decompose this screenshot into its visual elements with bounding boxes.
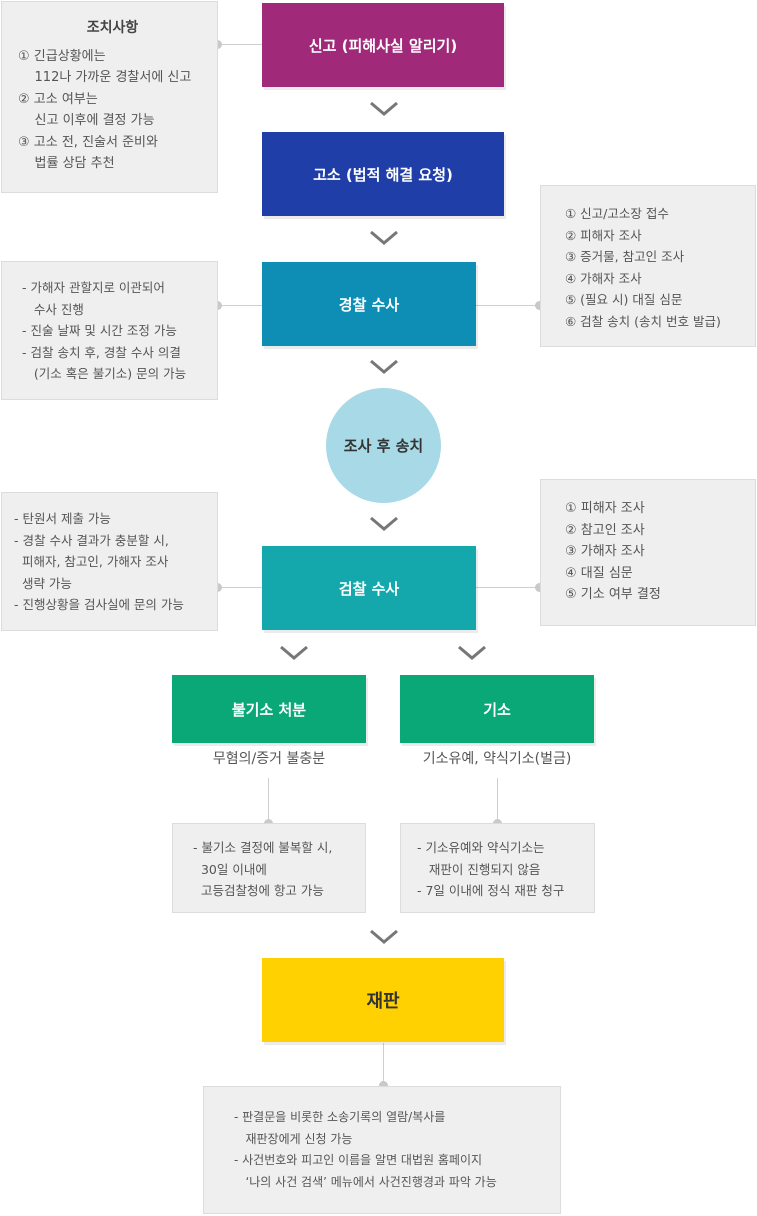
note-prosecution-left: - 탄원서 제출 가능 - 경찰 수사 결과가 충분할 시, 피해자, 참고인,… — [1, 492, 218, 631]
connector-indictment — [497, 778, 498, 824]
note-line: - 검찰 송치 후, 경찰 수사 의결 — [22, 344, 181, 360]
step-complaint: 고소 (법적 해결 요청) — [262, 132, 504, 216]
note-line: - 진술 날짜 및 시간 조정 가능 — [22, 323, 177, 338]
step-prosecution-investigation: 검찰 수사 — [262, 546, 476, 630]
chevron-down-icon — [370, 101, 398, 116]
note-line: 재판이 진행되지 않음 — [417, 861, 541, 877]
connector-measures — [218, 44, 262, 45]
note-line: 30일 이내에 — [193, 861, 267, 877]
chevron-down-icon — [370, 359, 398, 374]
connector-prosecution-right — [476, 587, 540, 588]
chevron-down-icon — [370, 230, 398, 245]
connector-police-right — [476, 305, 540, 306]
note-line: (기소 혹은 불기소) 문의 가능 — [22, 366, 187, 381]
note-line: ③ 증거물, 참고인 조사 — [565, 249, 685, 264]
connector-trial — [383, 1043, 384, 1086]
connector-dot — [535, 301, 544, 310]
step-trial: 재판 — [262, 958, 504, 1042]
note-line: - 사건번호와 피고인 이름을 알면 대법원 홈페이지 — [234, 1153, 483, 1167]
note-line: - 7일 이내에 정식 재판 청구 — [417, 883, 565, 898]
step-police-investigation: 경찰 수사 — [262, 262, 476, 346]
note-line: - 가해자 관할지로 이관되어 — [22, 280, 165, 295]
note-line: ② 피해자 조사 — [565, 227, 642, 243]
note-line: 피해자, 참고인, 가해자 조사 — [14, 554, 169, 569]
note-line: 고등검찰청에 항고 가능 — [193, 883, 324, 898]
step-report: 신고 (피해사실 알리기) — [262, 3, 504, 87]
connector-no-indictment — [268, 778, 269, 824]
connector-dot — [535, 583, 544, 592]
note-line: ③ 가해자 조사 — [565, 544, 645, 559]
note-line: ① 피해자 조사 — [565, 501, 645, 516]
note-line: - 기소유예와 약식기소는 — [417, 840, 545, 855]
note-police-right: ① 신고/고소장 접수 ② 피해자 조사 ③ 증거물, 참고인 조사 ④ 가해자… — [540, 185, 756, 347]
connector-prosecution-left — [218, 587, 262, 588]
note-measures: 조치사항 ① 긴급상황에는 112나 가까운 경찰서에 신고 ② 고소 여부는 … — [1, 1, 218, 193]
caption-no-indictment: 무혐의/증거 불충분 — [212, 751, 326, 767]
note-line: - 판결문을 비롯한 소송기록의 열람/복사를 — [234, 1110, 446, 1124]
chevron-down-icon — [458, 645, 486, 660]
step-indictment: 기소 — [400, 675, 594, 743]
note-no-indictment: - 불기소 결정에 불복할 시, 30일 이내에 고등검찰청에 항고 가능 — [172, 823, 366, 913]
chevron-down-icon — [280, 645, 308, 660]
chevron-down-icon — [370, 929, 398, 944]
note-line: ① 신고/고소장 접수 — [565, 206, 669, 221]
note-line: ② 참고인 조사 — [565, 522, 645, 538]
note-line: ① 긴급상황에는 — [18, 48, 106, 64]
connector-dot — [379, 1081, 388, 1090]
note-line: 수사 진행 — [22, 301, 84, 317]
note-line: - 진행상황을 검사실에 문의 가능 — [14, 597, 184, 612]
note-line: ② 고소 여부는 — [18, 91, 98, 107]
note-line: 신고 이후에 결정 가능 — [18, 113, 155, 128]
note-line: ④ 대질 심문 — [565, 565, 633, 581]
note-line: ⑤ (필요 시) 대질 심문 — [565, 292, 683, 307]
note-police-left: - 가해자 관할지로 이관되어 수사 진행 - 진술 날짜 및 시간 조정 가능… — [1, 261, 218, 400]
note-line: 재판장에게 신청 가능 — [234, 1131, 353, 1146]
step-no-indictment: 불기소 처분 — [172, 675, 366, 743]
note-line: ③ 고소 전, 진술서 준비와 — [18, 134, 158, 150]
note-line: 112나 가까운 경찰서에 신고 — [18, 70, 192, 85]
note-line: ⑤ 기소 여부 결정 — [565, 587, 661, 602]
note-line: ④ 가해자 조사 — [565, 270, 642, 286]
note-indictment: - 기소유예와 약식기소는 재판이 진행되지 않음 - 7일 이내에 정식 재판… — [400, 823, 595, 913]
note-line: ‘나의 사건 검색’ 메뉴에서 사건진행경과 파악 가능 — [234, 1174, 497, 1189]
connector-police-left — [218, 305, 262, 306]
caption-indictment: 기소유예, 약식기소(벌금) — [422, 751, 572, 767]
note-trial: - 판결문을 비롯한 소송기록의 열람/복사를 재판장에게 신청 가능 - 사건… — [203, 1086, 561, 1214]
note-measures-title: 조치사항 — [86, 20, 139, 36]
note-line: ⑥ 검찰 송치 (송치 번호 발급) — [565, 313, 721, 329]
note-line: - 불기소 결정에 불복할 시, — [193, 840, 333, 855]
note-line: 생략 가능 — [14, 575, 72, 591]
note-line: 법률 상담 추천 — [18, 156, 115, 171]
note-prosecution-right: ① 피해자 조사 ② 참고인 조사 ③ 가해자 조사 ④ 대질 심문 ⑤ 기소 … — [540, 479, 756, 626]
chevron-down-icon — [370, 516, 398, 531]
note-line: - 경찰 수사 결과가 충분할 시, — [14, 532, 169, 548]
note-line: - 탄원서 제출 가능 — [14, 511, 111, 526]
step-transfer: 조사 후 송치 — [326, 388, 441, 503]
